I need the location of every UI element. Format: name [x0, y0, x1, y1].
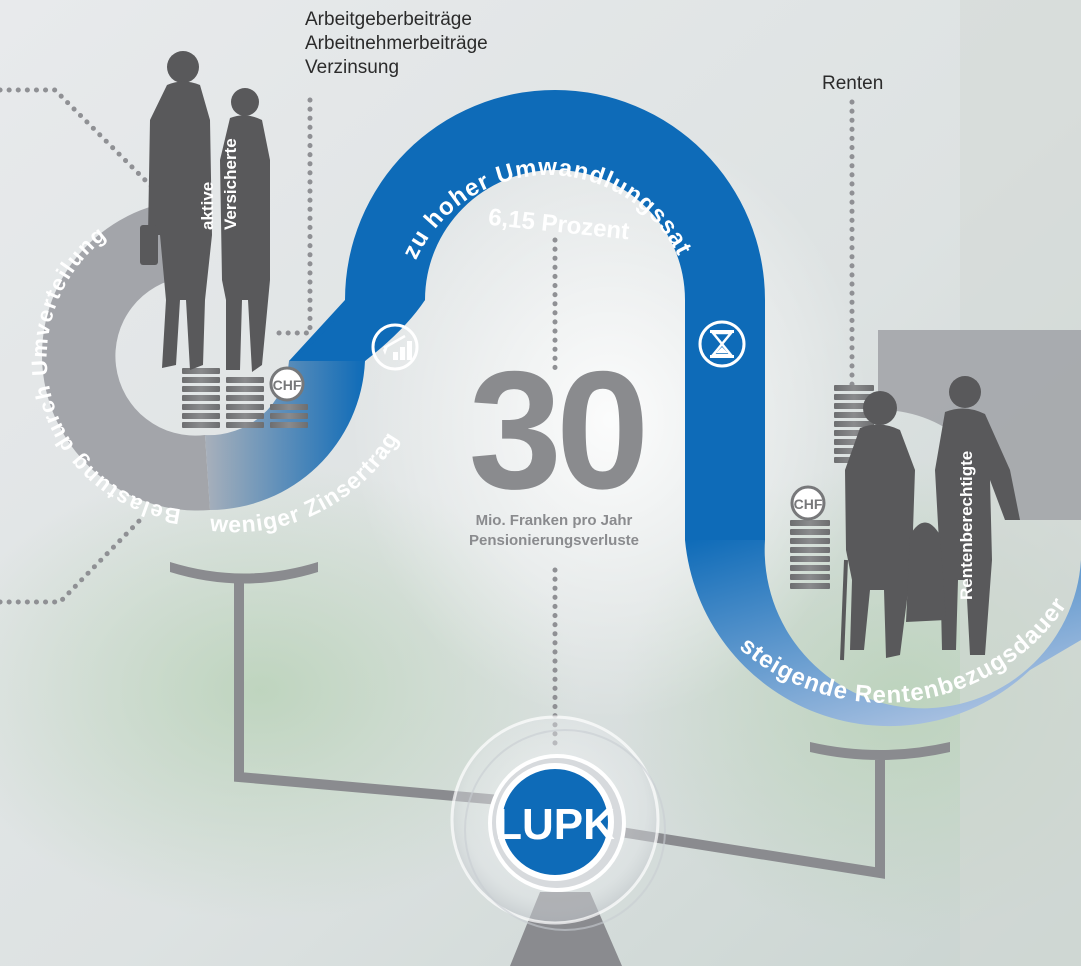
lupk-logo: LUPK — [495, 763, 615, 881]
active-insured-silhouettes — [140, 51, 270, 372]
contribution-employee: Arbeitnehmerbeiträge — [305, 33, 488, 54]
ribbon-top-blue — [289, 90, 765, 540]
balance-arms — [234, 575, 885, 879]
contribution-employer: Arbeitgeberbeiträge — [305, 9, 472, 30]
lupk-logo-text: LUPK — [495, 800, 615, 849]
ribbon-right-blue — [685, 540, 1081, 727]
contributions-list: Arbeitgeberbeiträge Arbeitnehmerbeiträge… — [305, 8, 488, 80]
pensioners-silhouettes — [840, 376, 1020, 661]
loss-caption-line2: Pensionierungsverluste — [469, 532, 639, 549]
loss-value: 30 — [469, 336, 644, 524]
figures-left-line2: Versicherte — [221, 138, 240, 230]
pensions-label: Renten — [822, 73, 884, 94]
ribbon-top-cap — [289, 300, 425, 361]
coin-stacks-left: CHF — [182, 366, 308, 428]
loss-caption-line1: Mio. Franken pro Jahr — [476, 512, 633, 529]
chf-coin-left: CHF — [273, 377, 302, 393]
balance-trays — [170, 562, 950, 760]
hourglass-icon — [698, 320, 746, 368]
rising-bars-icon — [371, 323, 419, 371]
ribbon-left-blue — [205, 361, 365, 510]
figures-right: Rentenberechtigte — [957, 451, 976, 600]
chf-coin-right: CHF — [794, 496, 823, 512]
dotted-guides — [0, 87, 855, 751]
contribution-interest: Verzinsung — [305, 57, 400, 78]
figures-left-line1: aktive — [198, 182, 217, 230]
